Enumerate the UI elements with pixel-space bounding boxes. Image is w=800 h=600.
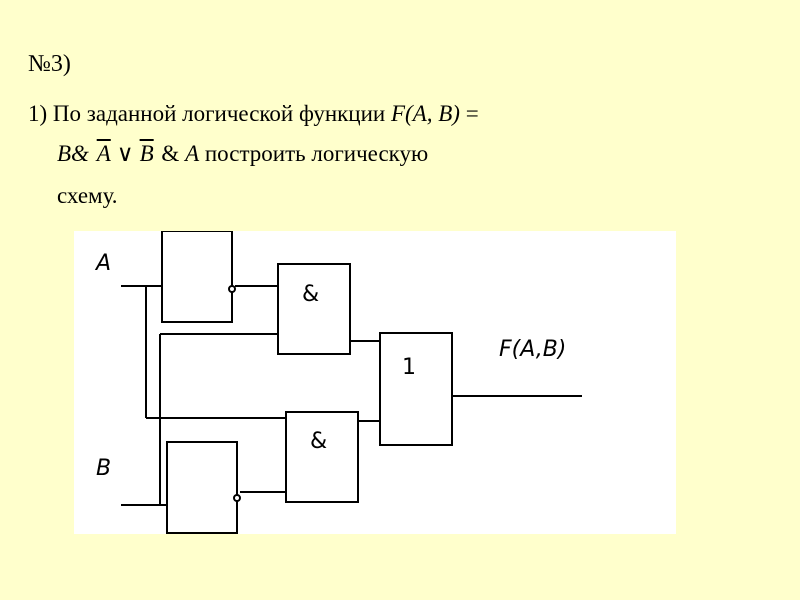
task-line-1: 1) По заданной логической функции F(A, B… xyxy=(28,98,479,130)
task-tail: построить логическую xyxy=(199,141,429,166)
or-gate-label: 1 xyxy=(402,355,416,380)
equals-sign: = xyxy=(459,101,479,126)
not-b-term: B xyxy=(139,141,154,166)
not-gate-b xyxy=(166,441,238,534)
function-lhs: F(A, B) xyxy=(390,101,460,126)
and-symbol: & xyxy=(161,141,186,166)
input-a-label: A xyxy=(94,251,111,276)
not-gate-a xyxy=(161,231,233,323)
and-gate-bottom xyxy=(285,411,359,503)
logic-circuit-diagram: A B & & 1 F(A,B) xyxy=(74,231,676,534)
and-gate-top-label: & xyxy=(302,282,319,307)
not-a-term: A xyxy=(96,141,111,166)
not-gate-a-bubble xyxy=(228,285,236,293)
term-b: B& xyxy=(57,141,89,166)
output-label: F(A,B) xyxy=(499,337,566,362)
not-gate-b-bubble xyxy=(233,494,241,502)
logic-circuit-svg: A B & & 1 F(A,B) xyxy=(94,231,582,534)
input-b-label: B xyxy=(96,456,111,481)
or-symbol: ∨ xyxy=(116,141,134,166)
task-number: №3) xyxy=(28,51,71,77)
and-gate-top xyxy=(277,263,351,355)
and-gate-bottom-label: & xyxy=(310,429,327,454)
task-prefix: 1) По заданной логической функции xyxy=(28,101,391,126)
or-gate xyxy=(379,332,453,446)
task-line-2: B& A∨B & A построить логическую xyxy=(57,138,428,170)
task-line-3: схему. xyxy=(57,183,118,208)
term-a: A xyxy=(185,141,200,166)
